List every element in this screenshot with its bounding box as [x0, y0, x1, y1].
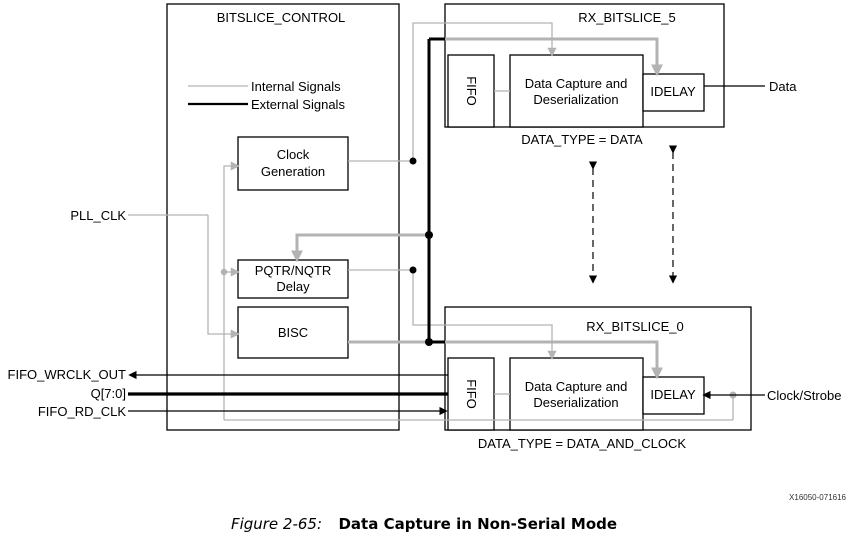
- caption-title: Data Capture in Non-Serial Mode: [338, 515, 618, 533]
- rx0-data-capture-block: [509, 357, 644, 431]
- clock-generation-label-2: Generation: [261, 164, 325, 179]
- rx0-idelay-label: IDELAY: [650, 387, 696, 402]
- rx5-fifo-label: FIFO: [464, 76, 479, 106]
- fifo-rd-clk-label: FIFO_RD_CLK: [38, 404, 126, 419]
- rx0-capture-label-1: Data Capture and: [525, 379, 628, 394]
- junction-external-1: [425, 231, 433, 239]
- fifo-wrclk-out-label: FIFO_WRCLK_OUT: [8, 367, 127, 382]
- rx5-data-type-label: DATA_TYPE = DATA: [521, 132, 643, 147]
- clock-generation-block: [237, 136, 349, 191]
- q-label: Q[7:0]: [91, 386, 126, 401]
- junction-internal: [220, 268, 228, 276]
- rx0-title: RX_BITSLICE_0: [586, 319, 684, 334]
- clock-generation-label-1: Clock: [277, 147, 310, 162]
- rx0-internal-thick: [433, 340, 663, 380]
- clock-strobe-label: Clock/Strobe: [767, 388, 841, 403]
- figure-caption: Figure 2-65: Data Capture in Non-Serial …: [0, 515, 848, 534]
- rx5-internal-thick: [433, 37, 663, 77]
- pqtr-delay-label-2: Delay: [276, 279, 310, 294]
- rx5-idelay-block: [642, 73, 705, 112]
- rx5-capture-label-2: Deserialization: [533, 92, 618, 107]
- rx0-capture-label-2: Deserialization: [533, 395, 618, 410]
- internal-clock-gen-feed: [223, 161, 240, 420]
- junction-clock-gen: [409, 157, 417, 165]
- rx5-capture-label-1: Data Capture and: [525, 76, 628, 91]
- bitslice-control-title: BITSLICE_CONTROL: [217, 10, 346, 25]
- bisc-label: BISC: [278, 325, 308, 340]
- junction-external-2: [425, 338, 433, 346]
- rx5-title: RX_BITSLICE_5: [578, 10, 676, 25]
- rx0-idelay-block: [642, 376, 705, 415]
- pqtr-feedback-thick: [291, 233, 429, 263]
- rx0-data-type-label: DATA_TYPE = DATA_AND_CLOCK: [478, 436, 687, 451]
- pll-clk-to-bisc: [207, 215, 240, 339]
- bisc-block: [237, 306, 349, 359]
- legend-external-label: External Signals: [251, 97, 345, 112]
- pqtr-delay-block: [237, 259, 349, 299]
- rx5-fifo-block: [447, 54, 495, 128]
- rx5-data-capture-block: [509, 54, 644, 128]
- rx5-idelay-label: IDELAY: [650, 84, 696, 99]
- caption-number: Figure 2-65:: [230, 515, 323, 533]
- bitslice-control-box: [166, 3, 400, 431]
- legend-internal-label: Internal Signals: [251, 79, 341, 94]
- junction-pqtr: [409, 266, 417, 274]
- figure-id: X16050-071616: [789, 493, 846, 502]
- data-label: Data: [769, 79, 797, 94]
- rx0-fifo-label: FIFO: [464, 379, 479, 409]
- pll-clk-label: PLL_CLK: [70, 208, 126, 223]
- pqtr-delay-label-1: PQTR/NQTR: [255, 263, 332, 278]
